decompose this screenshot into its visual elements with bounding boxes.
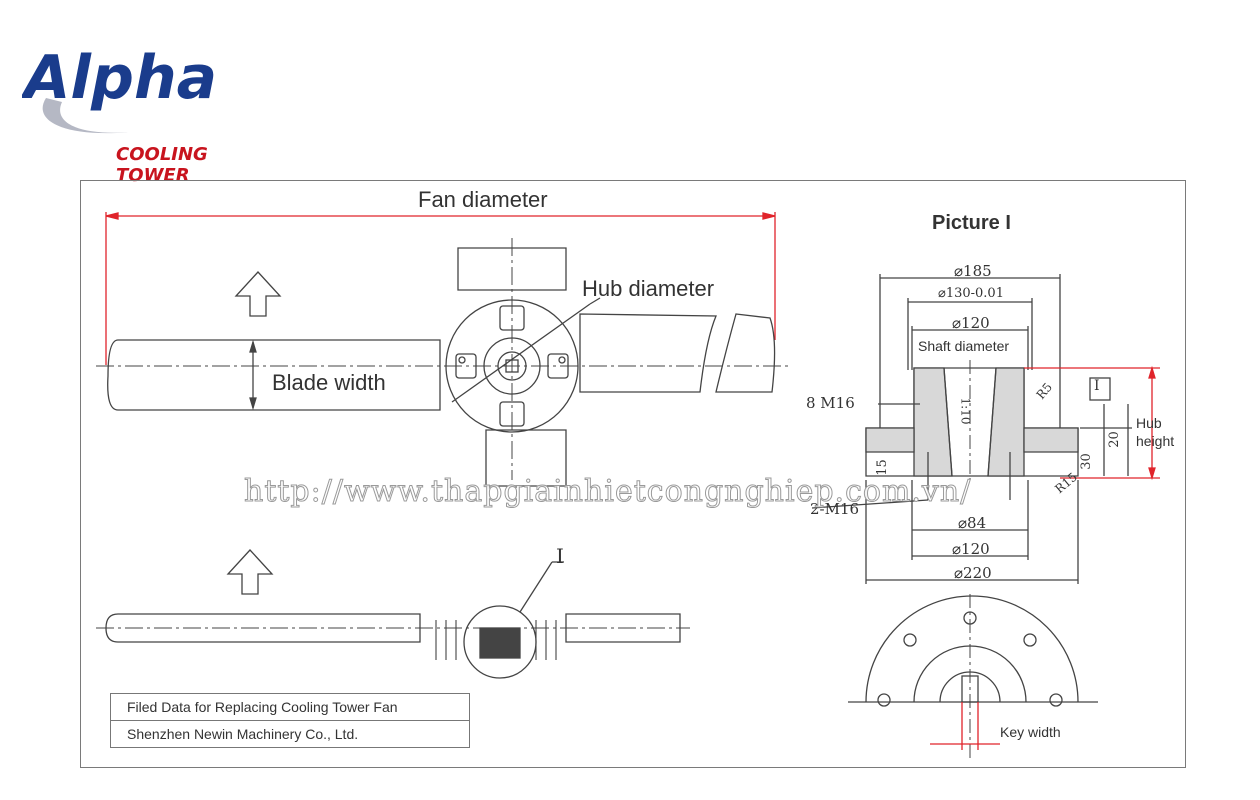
left-blade [107,339,441,411]
shaft-diameter-label: Shaft diameter [918,338,1010,354]
right-blade [579,313,717,393]
hub-diameter-label: Hub diameter [582,276,715,301]
dim-130: ⌀130-0.01 [938,286,1004,301]
bottom-blade [485,429,567,487]
detail-marker-label: I [556,544,564,568]
hub-circle [445,299,579,433]
airflow-arrow-top [234,271,282,317]
flange-outer [865,595,1079,703]
logo-swoosh: Alpha [22,43,217,134]
dim-185: ⌀185 [954,262,992,280]
info-box: Filed Data for Replacing Cooling Tower F… [110,693,470,748]
side-blade-right [565,613,681,643]
watermark-url: http://www.thapgiainhietcongnghiep.com.v… [243,474,972,510]
dim-120-bottom: ⌀120 [952,540,990,558]
key-width-label: Key width [1000,724,1061,740]
info-line-2: Shenzhen Newin Machinery Co., Ltd. [111,720,469,747]
picture-title: Picture I [932,212,1011,234]
dim-84: ⌀84 [958,514,987,532]
dim-30: 30 [1078,453,1094,470]
bolt-8m16-label: 8 M16 [806,394,855,412]
top-blade [457,247,567,291]
blade-width-label: Blade width [272,370,386,395]
drawing-frame [80,180,1186,768]
taper-label: 1:10 [958,397,973,425]
dim-220: ⌀220 [954,564,992,582]
bolt-2m16-label: 2-M16 [810,500,860,518]
dim-20: 20 [1106,431,1122,448]
box-marker-label: I [1094,378,1100,394]
info-line-1: Filed Data for Replacing Cooling Tower F… [127,699,398,715]
logo-brand: Alpha [22,43,217,113]
hub-height-label: Hub height [1136,415,1175,449]
dim-120-top: ⌀120 [952,314,990,332]
fan-diameter-dimension [105,212,776,365]
fan-diameter-label: Fan diameter [418,187,548,212]
alpha-logo: Alpha COOLING TOWER [22,40,262,186]
airflow-arrow-bottom [226,549,274,595]
side-blade-left [105,613,421,643]
